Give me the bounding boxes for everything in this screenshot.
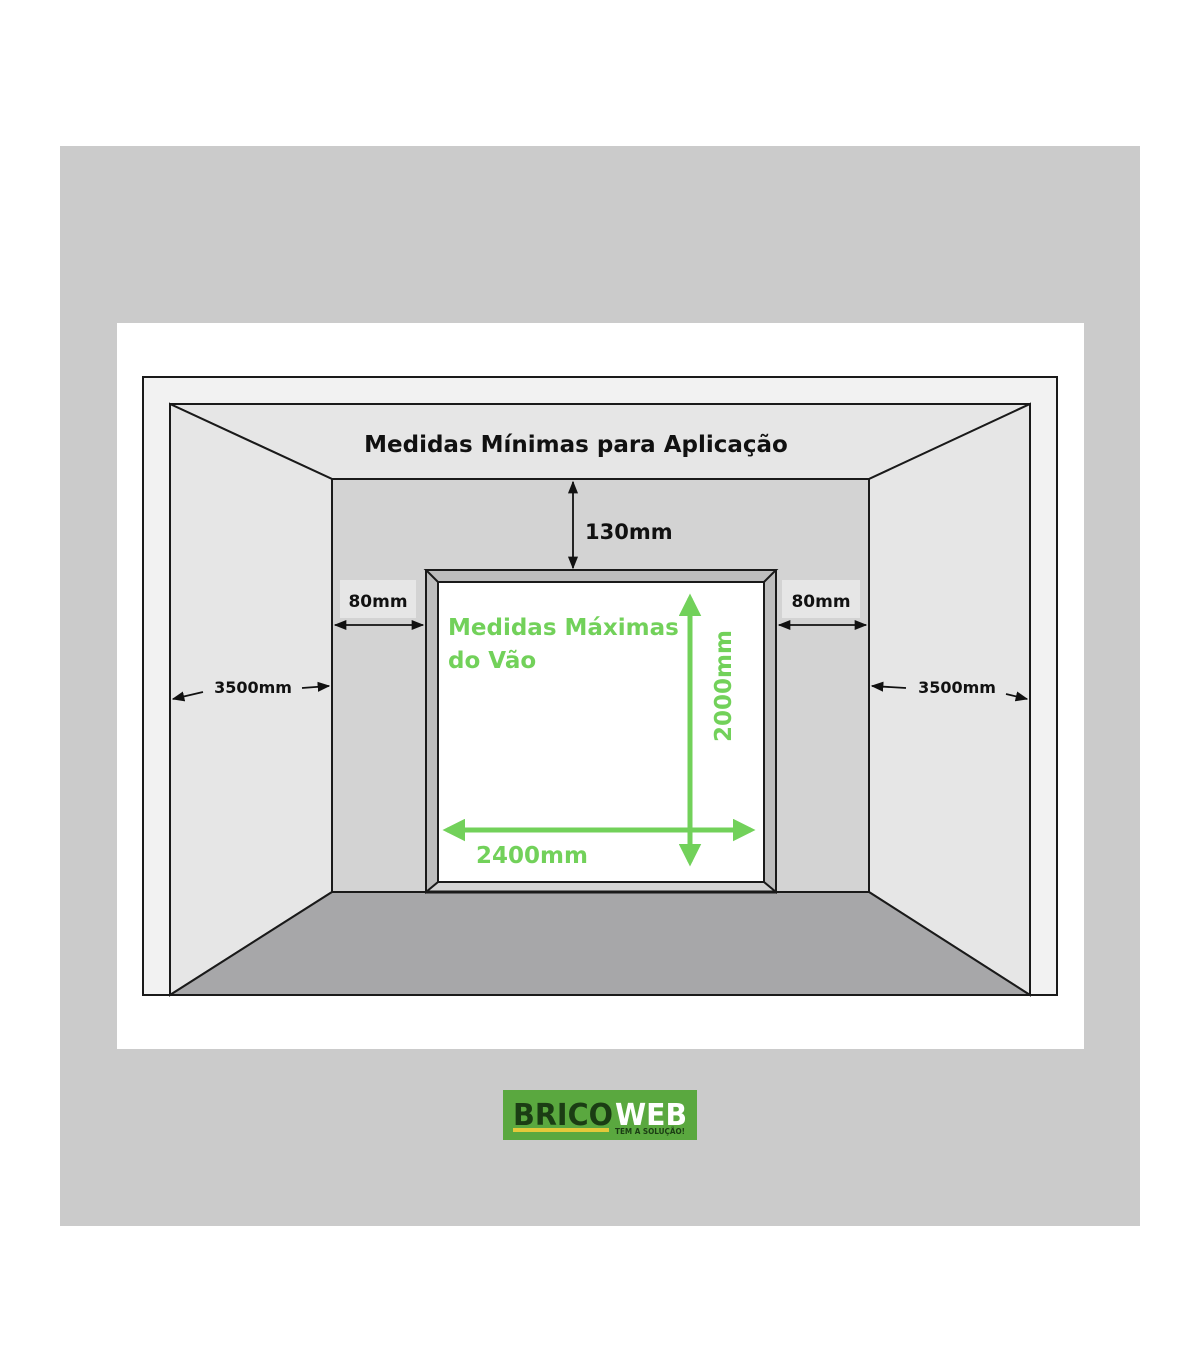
diagram-title: Medidas Mínimas para Aplicação — [364, 432, 788, 458]
opening-label-line1: Medidas Máximas — [448, 615, 679, 641]
opening-width-label: 2400mm — [476, 843, 588, 869]
opening-height-label: 2000mm — [711, 630, 737, 742]
opening-frame-lintel — [423, 569, 779, 583]
left-depth-label-bg — [205, 673, 301, 701]
right-depth-label-bg — [909, 673, 1005, 701]
right-depth-arrow-right — [1005, 691, 1029, 702]
opening-label-line2: do Vão — [448, 648, 536, 674]
right-depth-arrow-left — [870, 681, 907, 692]
opening-frame-left-jamb — [425, 569, 439, 895]
top-clearance-label: 130mm — [585, 520, 673, 544]
logo-tagline: TEM A SOLUÇÃO! — [615, 1126, 685, 1136]
logo-brand-part2: WEB — [615, 1098, 687, 1133]
left-side-clearance-label-bg — [340, 580, 416, 618]
left-side-clearance-label: 80mm — [348, 592, 407, 612]
right-side-clearance-label: 80mm — [791, 592, 850, 612]
bricoweb-logo: BRICO WEB TEM A SOLUÇÃO! — [503, 1090, 697, 1140]
opening-frame-right-jamb — [763, 569, 777, 895]
left-depth-label: 3500mm — [214, 678, 292, 697]
left-depth-arrow-left — [171, 691, 204, 702]
right-depth-label: 3500mm — [918, 678, 996, 697]
logo-brand-part1: BRICO — [513, 1098, 613, 1133]
left-depth-arrow-right — [301, 681, 331, 692]
right-side-clearance-label-bg — [782, 580, 860, 618]
